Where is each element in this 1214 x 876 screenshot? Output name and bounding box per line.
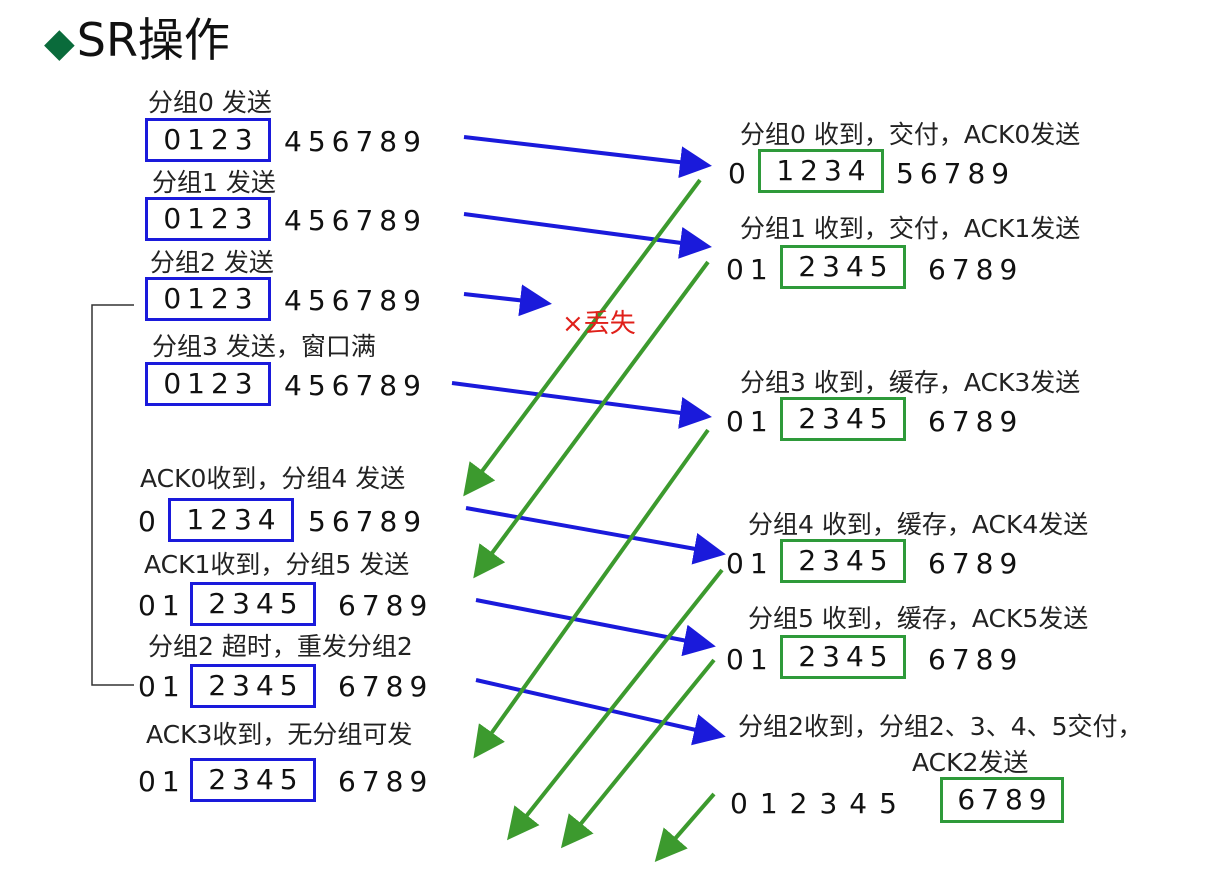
receiver-suffix-5: 6789: [928, 643, 1024, 676]
sender-window-5: 1234: [168, 498, 294, 542]
sender-window-4: 0123: [145, 362, 271, 406]
sender-label-1: 分组0 发送: [148, 88, 272, 117]
ack-arrow-2: [654, 792, 716, 863]
sender-suffix-3: 456789: [284, 284, 427, 317]
send-arrow-packet-2-lost: [463, 284, 552, 317]
receiver-suffix-3: 6789: [928, 405, 1024, 438]
receiver-window-5: 2345: [780, 635, 906, 679]
timeout-bracket: [91, 304, 134, 686]
receiver-label-2: 分组1 收到，交付，ACK1发送: [740, 214, 1081, 243]
receiver-prefix-5: 01: [726, 643, 774, 676]
sender-window-7: 2345: [190, 664, 316, 708]
receiver-label-4: 分组4 收到，缓存，ACK4发送: [748, 510, 1089, 539]
send-arrow-packet-5: [475, 598, 716, 657]
sender-label-3: 分组2 发送: [150, 248, 274, 277]
receiver-label-6: 分组2收到，分组2、3、4、5交付，: [738, 712, 1143, 741]
sender-label-2: 分组1 发送: [152, 168, 276, 197]
sender-suffix-7: 6789: [338, 670, 434, 703]
receiver-prefix-2: 01: [726, 253, 774, 286]
sender-window-8: 2345: [190, 758, 316, 802]
receiver-suffix-1: 56789: [896, 157, 1016, 190]
sender-label-5: ACK0收到，分组4 发送: [140, 464, 406, 493]
send-arrow-packet-3: [451, 381, 712, 429]
sender-suffix-6: 6789: [338, 589, 434, 622]
receiver-prefix-1: 0: [728, 157, 752, 190]
receiver-window-6: 6789: [940, 777, 1064, 823]
ack-arrow-1: [473, 260, 710, 579]
receiver-label-6-line2: ACK2发送: [912, 748, 1029, 777]
receiver-prefix-4: 01: [726, 547, 774, 580]
ack-arrow-5: [560, 658, 716, 849]
receiver-prefix-3: 01: [726, 405, 774, 438]
receiver-label-1: 分组0 收到，交付，ACK0发送: [740, 120, 1081, 149]
ack-arrow-3: [473, 428, 710, 759]
sender-suffix-8: 6789: [338, 765, 434, 798]
sender-prefix-7: 01: [138, 670, 186, 703]
sender-window-3: 0123: [145, 277, 271, 321]
sender-prefix-6: 01: [138, 589, 186, 622]
sender-window-1: 0123: [145, 118, 271, 162]
ack-arrow-4: [507, 568, 724, 841]
title-text: SR操作: [76, 13, 230, 67]
sender-label-4: 分组3 发送，窗口满: [152, 332, 376, 361]
ack-arrow-0: [463, 178, 702, 497]
sender-label-6: ACK1收到，分组5 发送: [144, 550, 410, 579]
send-arrow-packet-0: [463, 135, 712, 179]
receiver-suffix-2: 6789: [928, 253, 1024, 286]
diamond-bullet-icon: ◆: [44, 20, 75, 66]
sender-prefix-8: 01: [138, 765, 186, 798]
page-title: ◆SR操作: [44, 4, 230, 70]
receiver-suffix-4: 6789: [928, 547, 1024, 580]
sender-window-6: 2345: [190, 582, 316, 626]
sender-suffix-5: 56789: [308, 505, 428, 538]
send-arrow-packet-1: [463, 212, 712, 259]
lost-label: ×丢失: [562, 309, 636, 339]
sender-suffix-2: 456789: [284, 204, 427, 237]
receiver-window-2: 2345: [780, 245, 906, 289]
sender-prefix-5: 0: [138, 505, 162, 538]
sender-suffix-4: 456789: [284, 369, 427, 402]
receiver-prefix-6: 012345: [730, 787, 909, 820]
send-arrow-packet-4: [465, 506, 726, 565]
receiver-window-4: 2345: [780, 539, 906, 583]
sender-window-2: 0123: [145, 197, 271, 241]
receiver-label-5: 分组5 收到，缓存，ACK5发送: [748, 604, 1089, 633]
sender-label-8: ACK3收到，无分组可发: [146, 720, 413, 749]
receiver-window-1: 1234: [758, 149, 884, 193]
receiver-window-3: 2345: [780, 397, 906, 441]
receiver-label-3: 分组3 收到，缓存，ACK3发送: [740, 368, 1081, 397]
send-arrow-packet-2-resend: [475, 678, 726, 746]
sender-suffix-1: 456789: [284, 125, 427, 158]
sender-label-7: 分组2 超时，重发分组2: [148, 632, 413, 661]
